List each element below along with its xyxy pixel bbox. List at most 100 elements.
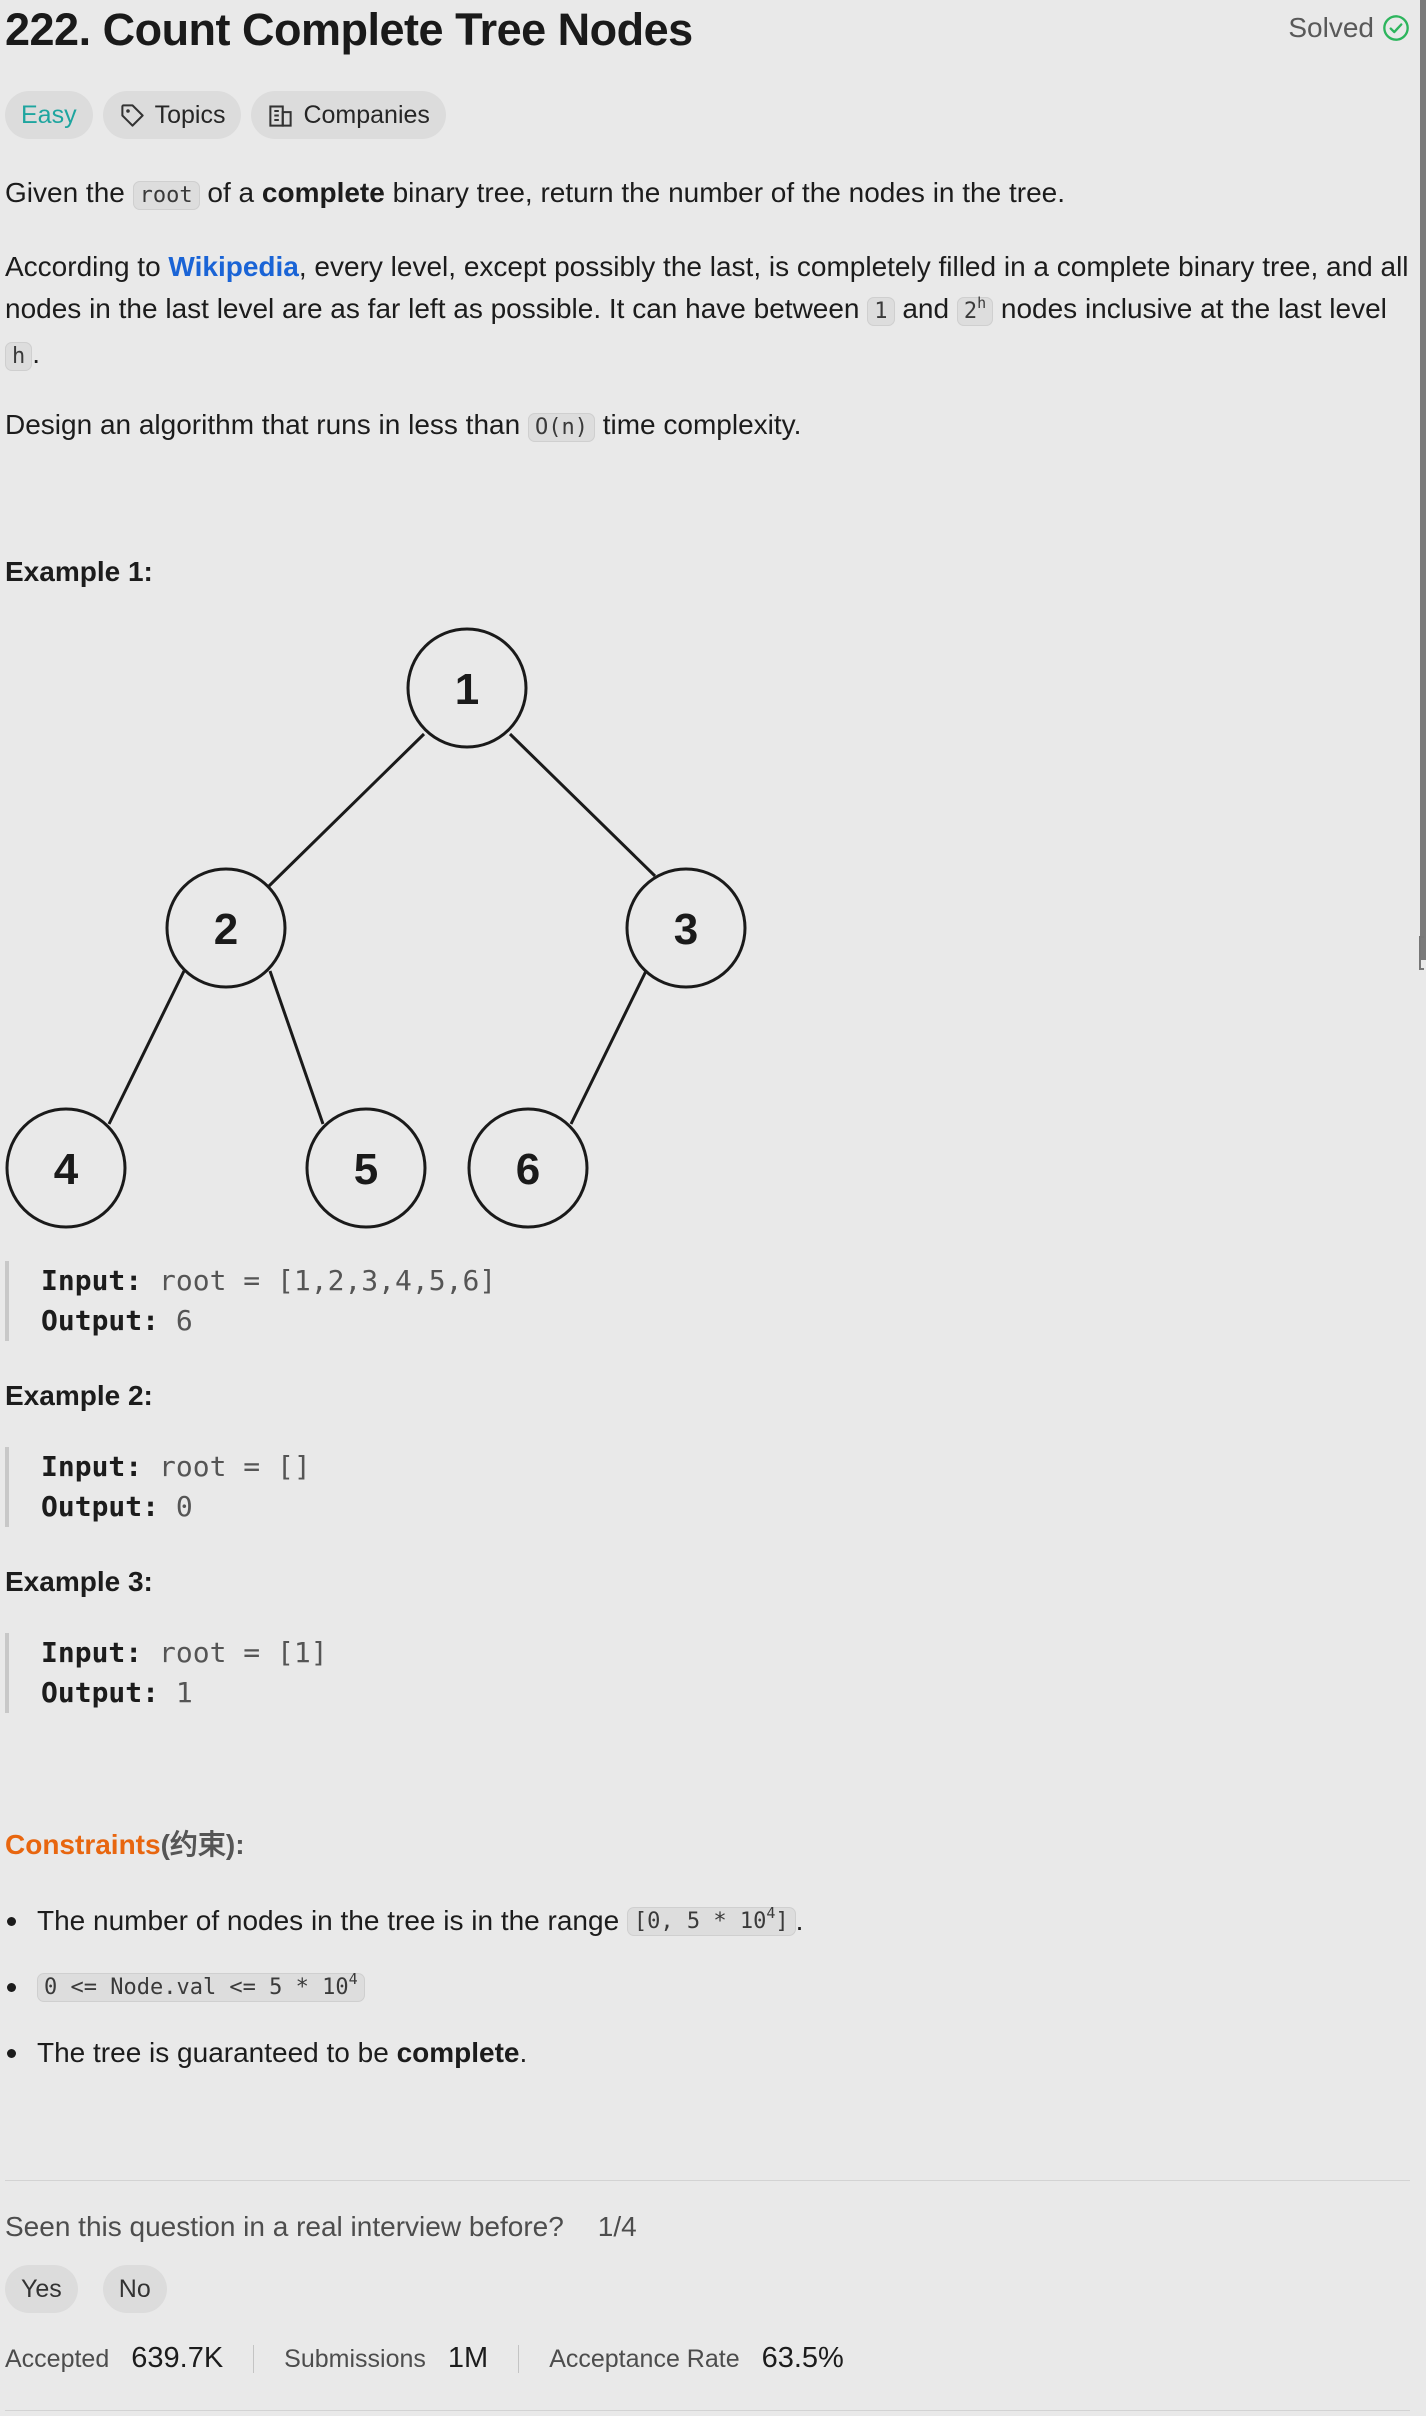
tree-node-circle bbox=[305, 1107, 427, 1229]
title-row: 222. Count Complete Tree Nodes Solved bbox=[5, 0, 1410, 60]
bold-text: complete bbox=[261, 177, 385, 208]
acceptance-rate-stat: Acceptance Rate 63.5% bbox=[549, 2342, 844, 2375]
example-2-block: Input: root = [] Output: 0 bbox=[5, 1447, 311, 1527]
superscript: 4 bbox=[766, 1903, 776, 1922]
output-value: 0 bbox=[175, 1490, 193, 1523]
inline-code: 2h bbox=[956, 294, 994, 326]
building-icon bbox=[269, 104, 293, 127]
solved-status: Solved bbox=[1288, 12, 1410, 44]
output-value: 1 bbox=[175, 1676, 193, 1709]
tree-edge bbox=[268, 970, 325, 1125]
tag-row: Easy Topics Companies bbox=[5, 91, 446, 139]
tree-node-circle bbox=[165, 867, 287, 989]
text: nodes inclusive at the last level bbox=[993, 293, 1387, 324]
output-label: Output: bbox=[41, 1490, 160, 1523]
example-1-heading: Example 1: bbox=[5, 556, 153, 587]
bottom-divider bbox=[5, 2410, 1410, 2411]
description-paragraph-3: Design an algorithm that runs in less th… bbox=[5, 404, 1410, 449]
tree-node-label: 5 bbox=[354, 1145, 378, 1194]
input-label: Input: bbox=[41, 1450, 143, 1483]
input-label: Input: bbox=[41, 1636, 143, 1669]
example-2-heading: Example 2: bbox=[5, 1380, 153, 1411]
submissions-value: 1M bbox=[447, 2342, 489, 2374]
yes-button[interactable]: Yes bbox=[5, 2265, 78, 2313]
tree-node-circle bbox=[5, 1107, 127, 1229]
description-paragraph-2: According to Wikipedia, every level, exc… bbox=[5, 246, 1410, 378]
submissions-stat: Submissions 1M bbox=[284, 2342, 488, 2375]
interview-answer-buttons: Yes No bbox=[5, 2265, 167, 2313]
interview-question: Seen this question in a real interview b… bbox=[5, 2211, 564, 2242]
tree-node-circle bbox=[406, 627, 528, 749]
wikipedia-link[interactable]: Wikipedia bbox=[168, 251, 299, 282]
example-3-block: Input: root = [1] Output: 1 bbox=[5, 1633, 328, 1713]
constraints-heading: Constraints(约束): bbox=[5, 1823, 245, 1863]
topics-button[interactable]: Topics bbox=[102, 91, 242, 139]
problem-title[interactable]: 222. Count Complete Tree Nodes bbox=[5, 4, 693, 55]
vertical-scrollbar[interactable] bbox=[1420, 0, 1426, 960]
constraints-title-suffix: (约束): bbox=[160, 1829, 245, 1860]
tree-node-label: 2 bbox=[214, 905, 238, 954]
text: . bbox=[32, 338, 41, 369]
acceptance-rate-value: 63.5% bbox=[761, 2342, 844, 2374]
tree-node-circle bbox=[467, 1107, 589, 1229]
solved-label: Solved bbox=[1288, 12, 1374, 43]
bold-text: complete bbox=[396, 2037, 520, 2068]
check-circle-icon bbox=[1383, 15, 1409, 41]
text: time complexity. bbox=[594, 409, 802, 440]
interview-count: 1/4 bbox=[597, 2211, 637, 2242]
text: Given the bbox=[5, 177, 133, 208]
inline-code: h bbox=[5, 342, 33, 371]
divider bbox=[5, 2180, 1410, 2181]
accepted-stat: Accepted 639.7K bbox=[5, 2342, 223, 2375]
superscript: h bbox=[977, 294, 987, 312]
difficulty-badge: Easy bbox=[5, 91, 93, 139]
tree-node-label: 6 bbox=[516, 1145, 540, 1194]
submissions-label: Submissions bbox=[284, 2345, 426, 2373]
input-label: Input: bbox=[41, 1264, 143, 1297]
tree-edge bbox=[267, 732, 426, 888]
text: According to bbox=[5, 251, 169, 282]
tree-node-label: 3 bbox=[674, 905, 698, 954]
stats-row: Accepted 639.7K Submissions 1M Acceptanc… bbox=[5, 2342, 844, 2375]
superscript: 4 bbox=[348, 1969, 358, 1988]
inline-code: root bbox=[132, 181, 200, 210]
description-paragraph-1: Given the root of a complete binary tree… bbox=[5, 172, 1410, 217]
inline-code: O(n) bbox=[527, 413, 595, 442]
output-label: Output: bbox=[41, 1304, 160, 1337]
no-button[interactable]: No bbox=[102, 2265, 167, 2313]
tree-node-label: 4 bbox=[54, 1145, 79, 1194]
tree-edge bbox=[508, 732, 657, 878]
constraint-item: 0 <= Node.val <= 5 * 104 bbox=[5, 1954, 803, 2020]
constraint-item: The number of nodes in the tree is in th… bbox=[5, 1888, 803, 1954]
output-value: 6 bbox=[175, 1304, 193, 1337]
tree-node-circle bbox=[625, 867, 747, 989]
binary-tree-diagram: 1 2 3 4 5 6 bbox=[5, 627, 747, 1229]
text: The number of nodes in the tree is in th… bbox=[37, 1905, 620, 1936]
interview-prompt: Seen this question in a real interview b… bbox=[5, 2211, 637, 2243]
panel-resize-handle-icon[interactable] bbox=[1418, 935, 1426, 971]
accepted-value: 639.7K bbox=[131, 2342, 224, 2374]
tree-edge bbox=[107, 970, 186, 1125]
inline-code: 0 <= Node.val <= 5 * 104 bbox=[37, 1969, 365, 2002]
input-value: root = [] bbox=[159, 1450, 311, 1483]
tree-node-label: 1 bbox=[455, 665, 479, 714]
text: of a bbox=[199, 177, 262, 208]
code-base: 2 bbox=[963, 299, 978, 324]
tag-icon bbox=[120, 103, 144, 127]
topics-label: Topics bbox=[154, 100, 226, 129]
input-value: root = [1,2,3,4,5,6] bbox=[159, 1264, 497, 1297]
code-text: 0 <= Node.val <= 5 * 10 bbox=[44, 1974, 349, 2000]
constraint-item: The tree is guaranteed to be complete. bbox=[5, 2020, 803, 2086]
code-text: ] bbox=[775, 1908, 789, 1934]
stat-separator bbox=[518, 2344, 520, 2373]
example-1-block: Input: root = [1,2,3,4,5,6] Output: 6 bbox=[5, 1261, 496, 1341]
accepted-label: Accepted bbox=[5, 2345, 110, 2373]
text: The tree is guaranteed to be bbox=[37, 2037, 389, 2068]
companies-button[interactable]: Companies bbox=[251, 91, 446, 139]
companies-label: Companies bbox=[303, 100, 430, 129]
constraints-title: Constraints bbox=[5, 1829, 161, 1860]
text: , every level, except possibly the last,… bbox=[5, 251, 1409, 324]
text: . bbox=[519, 2037, 528, 2068]
acceptance-rate-label: Acceptance Rate bbox=[549, 2345, 740, 2373]
tree-edge bbox=[569, 970, 648, 1125]
